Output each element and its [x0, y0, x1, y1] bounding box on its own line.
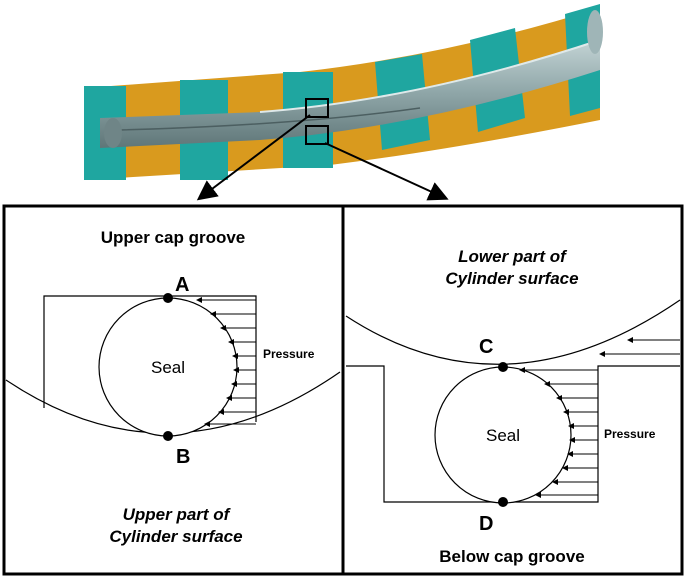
- point-label-a: A: [175, 274, 189, 296]
- leader-arrow-right: [324, 142, 449, 201]
- upper-cylinder-label-1: Upper part of: [123, 505, 232, 524]
- leader-arrow-left: [196, 114, 311, 201]
- contact-point-d: [498, 497, 508, 507]
- left-panel: Upper cap groove Seal A B Pressure Upper…: [2, 204, 345, 576]
- tube-end: [104, 118, 122, 148]
- pressure-arrows-left: [196, 297, 256, 427]
- seal-label-right: Seal: [486, 426, 520, 445]
- zoom-box-upper: [305, 98, 329, 118]
- point-label-c: C: [479, 336, 493, 358]
- lower-cylinder-label-2: Cylinder surface: [445, 269, 578, 288]
- contact-point-b: [163, 431, 173, 441]
- contact-point-c: [498, 362, 508, 372]
- tube-bore: [587, 10, 603, 54]
- upper-cylinder-label-2: Cylinder surface: [109, 527, 242, 546]
- upper-cap-groove: [43, 295, 257, 422]
- seal-label-left: Seal: [151, 358, 185, 377]
- zoom-box-lower: [305, 125, 329, 145]
- pressure-label-right: Pressure: [604, 427, 656, 441]
- point-label-d: D: [479, 513, 493, 535]
- point-label-b: B: [176, 446, 190, 468]
- lower-cylinder-label-1: Lower part of: [458, 247, 568, 266]
- right-panel: Lower part of Cylinder surface Seal C D: [341, 204, 684, 576]
- pressure-arrows-right: [519, 337, 680, 498]
- inner-tube: [100, 40, 600, 148]
- cylinder-cutaway-model: [84, 4, 603, 201]
- left-panel-title: Upper cap groove: [101, 228, 246, 247]
- cap-body: [84, 8, 600, 180]
- pressure-label-left: Pressure: [263, 347, 315, 361]
- contact-point-a: [163, 293, 173, 303]
- right-panel-title: Below cap groove: [439, 547, 584, 566]
- lower-cylinder-surface: [345, 299, 681, 365]
